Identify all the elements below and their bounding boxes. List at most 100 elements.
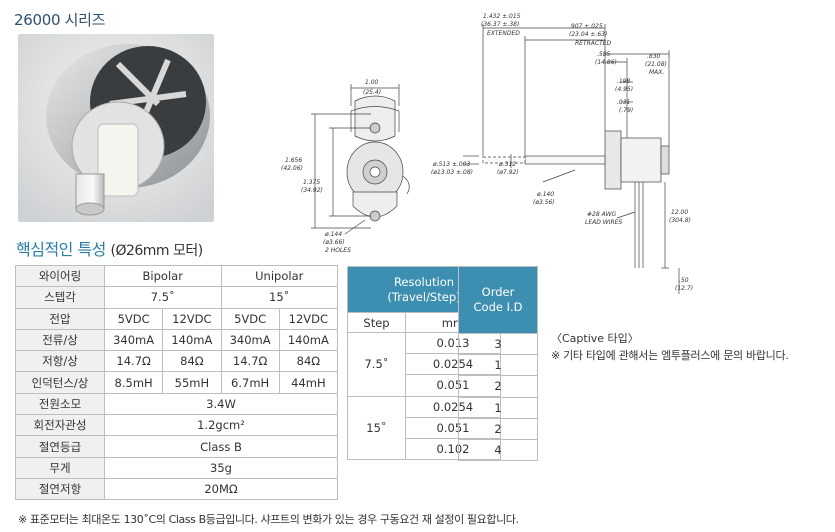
dim-144-mm: (ø3.66) [323,239,345,246]
order-code-cell: 2 [458,375,538,398]
motor-image [18,34,214,222]
current-cell: 140mA [278,328,339,352]
dim-513-mm: (ø13.03 ±.08) [431,169,473,176]
inductance-cell: 44mH [278,371,339,394]
table-row: 1 [458,354,538,377]
current-label: 전류/상 [15,328,105,352]
dim-031: .031 [617,99,630,106]
order-code-table: Order Code I.D 3 1 2 1 2 4 [458,266,538,462]
insulation-class-value: Class B [104,435,338,458]
table-row: 절연등급 Class B [15,435,338,458]
dim-144: ø.144 [324,231,342,238]
series-title: 26000 시리즈 [14,11,106,29]
table-row: 전원소모 3.4W [15,392,338,416]
mounting-hole-bottom [369,210,381,222]
dim-140: ø.140 [536,191,554,198]
insulation-class-label: 절연등급 [15,435,105,458]
table-row: 전류/상 340mA 140mA 340mA 140mA [15,328,339,352]
table-row: 와이어링 Bipolar Unipolar [15,264,338,288]
table-row: 무게 35g [15,456,338,479]
weight-value: 35g [104,456,338,479]
inductance-cell: 6.7mH [220,371,280,394]
dim-140-mm: (ø3.56) [533,199,555,206]
dim-830-mm: (21.08) [645,61,667,68]
inductance-label: 인덕턴스/상 [15,371,105,394]
dim-513: ø.513 ±.003 [432,161,471,168]
current-cell: 340mA [103,328,164,352]
table-row: 2 [458,375,538,398]
resolution-header-line1: Resolution [393,274,455,289]
dim-198-mm: (4.95) [615,86,633,93]
step-7-5: 7.5˚ [347,332,406,397]
dim-1375: 1.375 [303,179,320,186]
step-angle-label: 스텝각 [15,286,105,309]
wiring-label: 와이어링 [15,264,105,288]
dim-1656: 1.656 [285,157,302,164]
voltage-cell: 5VDC [103,307,164,330]
table-row: 1 [458,396,538,419]
dim-312-mm: (ø7.92) [497,169,519,176]
voltage-cell: 12VDC [162,307,222,330]
current-cell: 340mA [220,328,280,352]
voltage-cell: 12VDC [278,307,339,330]
section-title: 핵심적인 특성 (Ø26mm 모터) [16,236,203,260]
weight-label: 무게 [15,456,105,479]
dim-907: .907 ±.025 [569,23,603,30]
dim-198: .198 [617,78,631,85]
captive-note: ※ 기타 타입에 관해서는 엠투플러스에 문의 바랍니다. [551,349,789,362]
dim-312: ø.312 [498,161,516,168]
section-subtitle: (Ø26mm 모터) [110,243,204,259]
lead-wire-label: LEAD WIRES [585,219,622,226]
order-code-cell: 1 [458,354,538,377]
dim-907-mm: (23.04 ±.63) [569,31,607,38]
side-shaft [524,155,606,165]
table-row: 전압 5VDC 12VDC 5VDC 12VDC [15,307,339,330]
voltage-cell: 5VDC [220,307,280,330]
label-extended: EXTENDED [487,30,520,37]
footnote: ※ 표준모터는 최대온도 130˚C의 Class B등급입니다. 샤프트의 변… [18,513,519,526]
resistance-cell: 84Ω [162,350,222,373]
dimension-drawing: 1.432 ±.015 (36.37 ±.38) EXTENDED .907 ±… [281,13,693,294]
dim-1200: 12.00 [671,209,688,216]
table-row: 3 [458,332,538,356]
table-row: 인덕턴스/상 8.5mH 55mH 6.7mH 44mH [15,371,339,394]
dim-031-mm: (.79) [619,107,633,114]
step-angle-unipolar: 15˚ [220,286,338,309]
spec-table: 와이어링 Bipolar Unipolar 스텝각 7.5˚ 15˚ 전압 5V… [15,264,339,501]
dim-100: 1.00 [365,79,379,86]
dim-1432-mm: (36.37 ±.38) [481,21,519,28]
insulation-resistance-label: 절연저항 [15,477,105,501]
order-header-line1: Order [481,285,515,299]
mounting-hole-top [369,122,381,134]
dim-50-mm: (12.7) [675,285,693,292]
inertia-value: 1.2gcm² [104,414,338,437]
col-step: Step [347,312,406,333]
wiring-bipolar: Bipolar [104,264,222,288]
power-value: 3.4W [104,392,338,416]
order-header-line2: Code I.D [473,300,523,314]
order-code-cell: 2 [458,417,538,440]
dim-1656-mm: (42.06) [281,165,303,172]
motor-photo [18,34,214,222]
dim-1375-mm: (34.92) [301,187,323,194]
label-retracted: RETRACTED [575,40,612,47]
table-row: 4 [458,438,538,462]
label-max: MAX. [649,69,664,76]
dim-1432: 1.432 ±.015 [483,13,521,20]
voltage-label: 전압 [15,307,105,330]
order-code-cell: 1 [458,396,538,419]
table-row: 절연저항 20MΩ [15,477,338,501]
order-code-cell: 4 [458,438,538,462]
resistance-cell: 84Ω [278,350,339,373]
insulation-resistance-value: 20MΩ [104,477,338,501]
step-angle-bipolar: 7.5˚ [104,286,222,309]
dim-585-mm: (14.86) [595,59,617,66]
lead-wire-gauge: #28 AWG [587,211,617,218]
dim-100-mm: (25.4) [363,89,381,96]
inductance-cell: 55mH [162,371,222,394]
label-holes: 2 HOLES [325,247,351,254]
order-header: Order Code I.D [458,266,538,334]
resistance-label: 저항/상 [15,350,105,373]
table-row: 2 [458,417,538,440]
table-row: 회전자관성 1.2gcm² [15,414,338,437]
